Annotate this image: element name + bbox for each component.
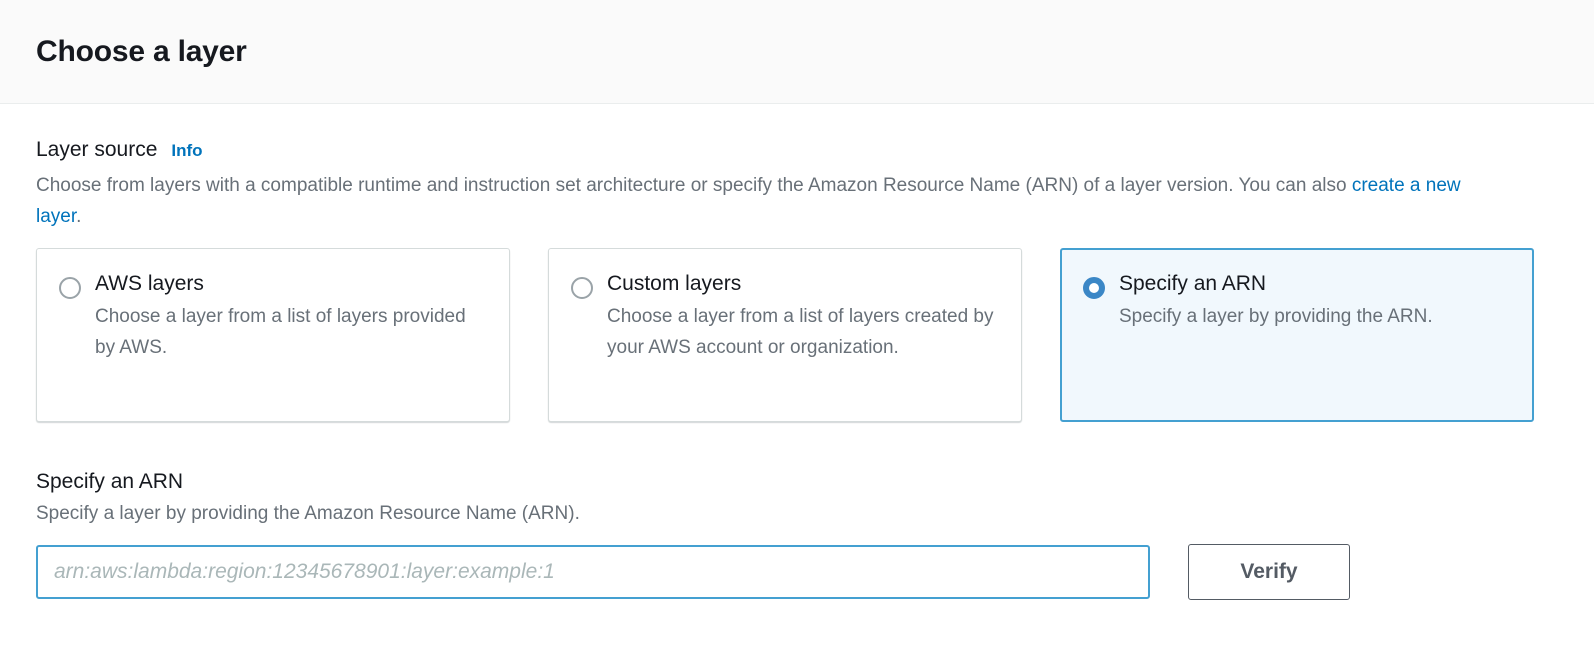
modal-header: Choose a layer [0, 0, 1594, 104]
layer-source-description-text-2: . [76, 206, 82, 227]
radio-icon-aws-layers[interactable] [59, 277, 81, 299]
layer-source-description: Choose from layers with a compatible run… [36, 170, 1496, 232]
option-title-custom-layers: Custom layers [607, 272, 742, 295]
arn-section: Specify an ARN Specify a layer by provid… [36, 470, 1558, 600]
create-new-layer-link[interactable]: create a new layer [36, 175, 1461, 227]
layer-source-label-row: Layer source Info [36, 138, 1558, 162]
radio-icon-custom-layers[interactable] [571, 277, 593, 299]
page-title: Choose a layer [36, 34, 247, 68]
layer-source-option-aws-layers[interactable]: AWS layers Choose a layer from a list of… [36, 248, 510, 422]
option-title-specify-arn: Specify an ARN [1119, 272, 1267, 295]
radio-icon-specify-arn[interactable] [1083, 277, 1105, 299]
arn-input[interactable] [36, 545, 1150, 599]
arn-section-description: Specify a layer by providing the Amazon … [36, 503, 580, 524]
layer-source-options: AWS layers Choose a layer from a list of… [36, 248, 1558, 422]
option-description-custom-layers: Choose a layer from a list of layers cre… [607, 306, 994, 358]
layer-source-option-specify-arn[interactable]: Specify an ARN Specify a layer by provid… [1060, 248, 1534, 422]
option-title-aws-layers: AWS layers [95, 272, 204, 295]
layer-source-option-custom-layers[interactable]: Custom layers Choose a layer from a list… [548, 248, 1022, 422]
layer-source-label: Layer source [36, 138, 158, 161]
option-description-specify-arn: Specify a layer by providing the ARN. [1119, 306, 1433, 327]
layer-source-description-text-1: Choose from layers with a compatible run… [36, 175, 1352, 196]
arn-input-row: Verify [36, 544, 1558, 600]
modal-body: Layer source Info Choose from layers wit… [0, 104, 1594, 600]
option-description-aws-layers: Choose a layer from a list of layers pro… [95, 306, 466, 358]
verify-button[interactable]: Verify [1188, 544, 1350, 600]
info-link[interactable]: Info [171, 141, 203, 160]
arn-section-label: Specify an ARN [36, 470, 184, 493]
